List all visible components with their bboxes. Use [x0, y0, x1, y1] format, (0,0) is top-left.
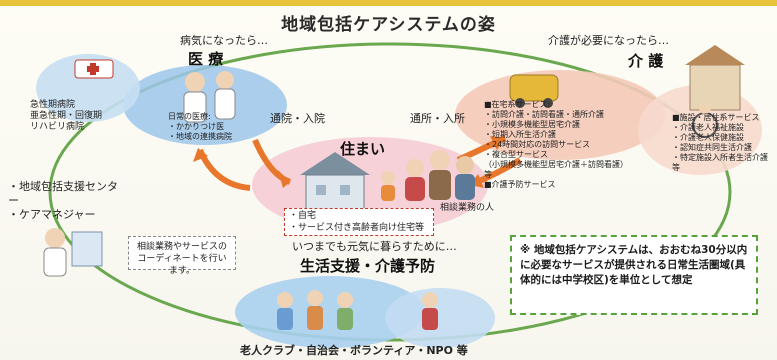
care-sub: 介護が必要になったら…	[548, 34, 669, 47]
consult-bubble: 相談業務やサービスのコーディネートを行います。	[128, 236, 236, 276]
arrow-head	[278, 170, 290, 188]
home-service-item: ・複合型サービス	[484, 150, 548, 159]
facility-service-item: ■施設・居住系サービス	[672, 113, 760, 122]
page-title: 地域包括ケアシステムの姿	[281, 15, 496, 35]
home-service-item: ・訪問介護・訪問看護・通所介護	[484, 110, 604, 119]
daily-medical-item: ・地域の連携病院	[168, 132, 232, 141]
arrow-head	[490, 136, 505, 150]
hospital-blob	[36, 54, 140, 122]
facility-service-item: 等	[672, 163, 680, 172]
daily-medical-item: 日常の医療:	[168, 112, 211, 121]
arrow-head	[193, 148, 208, 162]
facility-service-item: ・介護老人福祉施設	[672, 123, 744, 132]
housing-person-label: 相談業務の人	[440, 203, 495, 213]
note-box: ※ 地域包括ケアシステムは、おおむね30分以内に必要なサービスが提供される日常生…	[510, 235, 758, 315]
ambulance-icon	[74, 59, 114, 79]
home-service-item: ・24時間対応の訪問サービス	[484, 140, 591, 149]
daily-medical-item: ・かかりつけ医	[168, 122, 225, 131]
support-center-item: ・ケアマネジャー	[8, 208, 96, 221]
home-service-item: ・小規模多機能型居宅介護	[484, 120, 580, 129]
seniors-icon	[277, 290, 438, 330]
bottom-label: 老人クラブ・自治会・ボランティア・NPO 等	[240, 344, 468, 357]
care-manager-icon	[43, 228, 103, 277]
arrow-label-care: 通所・入所	[410, 112, 465, 125]
care-building-icon	[685, 45, 745, 111]
top-accent-bar	[0, 0, 777, 6]
home-service-item: ・短期入所生活介護	[484, 130, 556, 139]
home-services-list: ■在宅系サービス: ・訪問介護・訪問看護・通所介護 ・小規模多機能型居宅介護 ・…	[484, 100, 634, 190]
hospital-item: 急性期病院	[30, 100, 76, 110]
medical-sub: 病気になったら…	[180, 34, 268, 47]
facility-service-item: ・特定施設入所者生活介護	[672, 153, 768, 162]
hospital-item: 亜急性期・回復期	[30, 111, 103, 121]
arrow-label-medical: 通院・入院	[270, 112, 325, 125]
home-service-item: ■在宅系サービス:	[484, 100, 551, 109]
doctor-icon	[183, 71, 236, 123]
daily-medical-list: 日常の医療: ・かかりつけ医 ・地域の連携病院	[168, 112, 258, 142]
facility-service-item: ・認知症共同生活介護	[672, 143, 752, 152]
prevention-blob-2	[385, 288, 495, 348]
prevention-label: 生活支援・介護予防	[300, 257, 436, 275]
prevention-sub: いつまでも元気に暮らすために…	[292, 240, 457, 253]
hospital-list: 急性期病院 亜急性期・回復期 リハビリ病院	[30, 100, 110, 133]
hospital-item: リハビリ病院	[30, 122, 85, 132]
care-van-icon	[509, 74, 559, 108]
home-service-item: （小規模多機能型居宅介護＋訪問看護）等	[484, 160, 628, 179]
facility-service-item: ・介護老人保健施設	[672, 133, 744, 142]
facility-services-list: ■施設・居住系サービス ・介護老人福祉施設 ・介護老人保健施設 ・認知症共同生活…	[672, 113, 772, 173]
wheelchair-icon	[692, 102, 718, 138]
support-center-list: ・地域包括支援センター ・ケアマネジャー	[8, 180, 128, 222]
housing-item: ・サービス付き高齢者向け住宅等	[289, 223, 425, 233]
house-icon	[300, 152, 370, 210]
family-icon	[381, 150, 475, 201]
home-service-item: ■介護予防サービス	[484, 180, 556, 189]
housing-label: 住まい	[340, 140, 386, 158]
care-blob	[455, 70, 665, 160]
medical-label: 医 療	[188, 50, 224, 68]
support-center-item: ・地域包括支援センター	[8, 180, 118, 207]
housing-items-box: ・自宅 ・サービス付き高齢者向け住宅等	[284, 208, 434, 236]
care-label: 介 護	[628, 52, 664, 70]
housing-item: ・自宅	[289, 211, 317, 221]
area-ring	[48, 42, 732, 342]
